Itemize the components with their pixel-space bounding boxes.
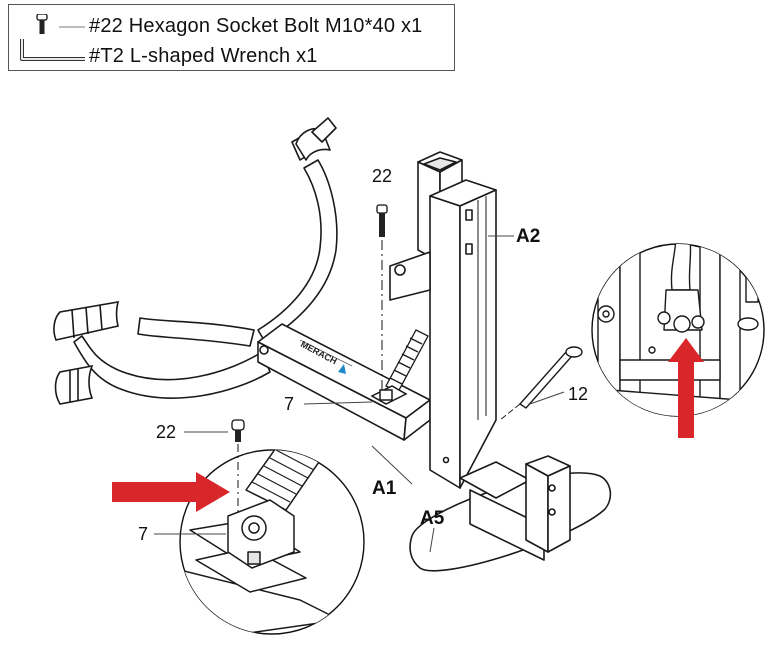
callout-detail-bolt-22: 22 <box>156 422 176 442</box>
callout-frame-a1: A1 <box>372 478 397 499</box>
handlebar-grip-left <box>53 301 120 405</box>
detail-bolt-22 <box>231 419 245 516</box>
callout-pin-12: 12 <box>568 384 588 404</box>
brand-logo-icon <box>338 364 346 374</box>
callout-base-a5: A5 <box>420 508 445 529</box>
base-a5 <box>409 455 612 572</box>
callout-bolt-22: 22 <box>372 166 392 186</box>
handlebar <box>73 117 338 399</box>
callout-detail-bracket-7: 7 <box>138 524 148 544</box>
arrow-right-icon <box>112 472 230 512</box>
pin-12 <box>499 346 583 421</box>
bolt-22 <box>376 204 388 390</box>
parts-list-item-wrench: #T2 L-shaped Wrench x1 <box>89 45 318 67</box>
spring <box>385 329 429 393</box>
callout-frame-a2: A2 <box>516 226 540 247</box>
parts-list: #22 Hexagon Socket Bolt M10*40 x1 #T2 L-… <box>8 4 455 71</box>
detail-leaders <box>154 431 228 535</box>
leader-line-1 <box>59 26 85 28</box>
bracket-7 <box>370 385 408 405</box>
frame-a1 <box>257 323 431 441</box>
parts-list-item-bolt: #22 Hexagon Socket Bolt M10*40 x1 <box>89 15 423 37</box>
wrench-icon <box>20 39 85 61</box>
callout-bracket-7: 7 <box>284 394 294 414</box>
arrow-up-icon <box>668 338 704 438</box>
frame-a2 <box>389 151 497 489</box>
bolt-icon <box>36 14 48 34</box>
leader-lines <box>303 235 565 553</box>
